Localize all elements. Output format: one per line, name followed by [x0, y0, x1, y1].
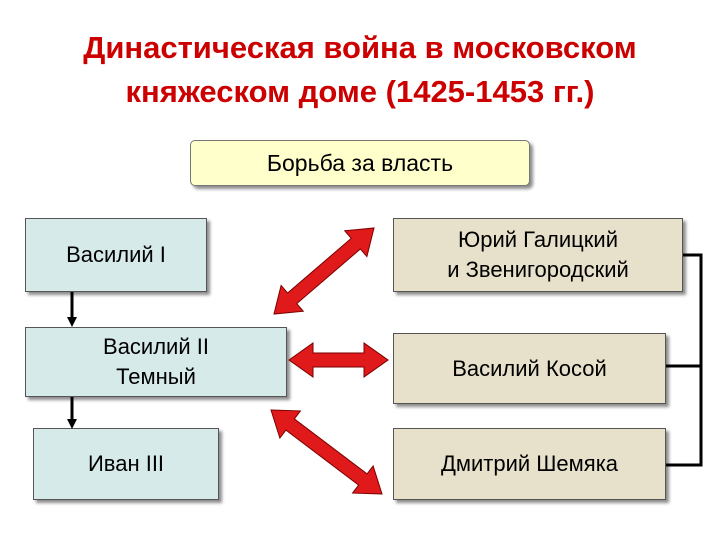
- ivan-3-label: Иван III: [87, 451, 165, 476]
- page-title: Династическая война в московском княжеск…: [0, 26, 720, 114]
- double-arrow-upper: [273, 227, 375, 315]
- power-struggle-box: Борьба за власть: [190, 140, 530, 186]
- vasily-2-label-line-2: Темный: [116, 364, 196, 389]
- vasily-kosoy-box: Василий Косой: [393, 333, 666, 404]
- vasily-1-label: Василий I: [66, 242, 166, 267]
- vasily-1-box: Василий I: [25, 218, 207, 292]
- title-line-1: Династическая война в московском: [83, 30, 637, 65]
- ivan-3-box: Иван III: [33, 428, 219, 500]
- double-arrow-lower: [270, 409, 383, 495]
- power-struggle-label: Борьба за власть: [266, 150, 454, 176]
- double-arrow-middle: [288, 342, 389, 378]
- title-line-2: княжеском доме (1425-1453 гг.): [125, 74, 595, 109]
- yuri-label-line-2: и Звенигородский: [447, 257, 629, 282]
- yuri-box: Юрий Галицкий и Звенигородский: [393, 218, 683, 292]
- right-bracket: [666, 253, 703, 467]
- dmitry-shemyaka-box: Дмитрий Шемяка: [393, 428, 666, 500]
- yuri-label-line-1: Юрий Галицкий: [457, 227, 618, 252]
- vasily-kosoy-label: Василий Косой: [452, 355, 607, 381]
- vasily-2-label-line-1: Василий II: [103, 334, 209, 359]
- dmitry-shemyaka-label: Дмитрий Шемяка: [440, 451, 619, 476]
- vasily-2-box: Василий II Темный: [25, 327, 287, 397]
